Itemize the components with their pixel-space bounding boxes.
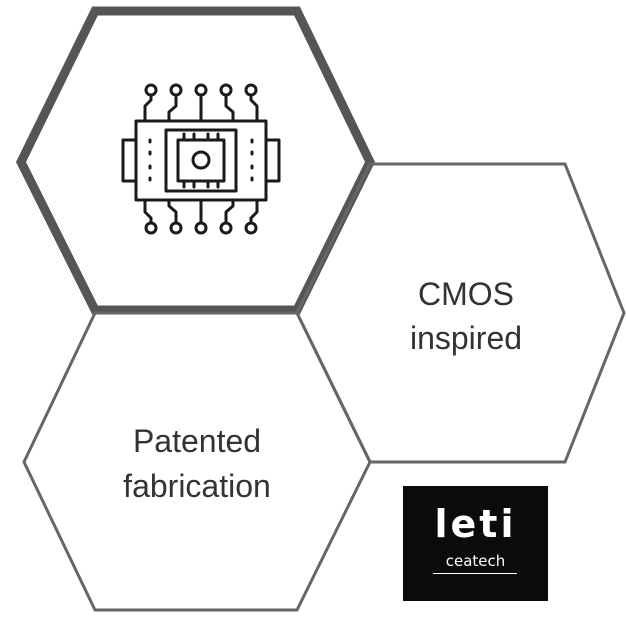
logo-underline (433, 573, 517, 574)
patented-label-line2: fabrication (123, 468, 271, 504)
cmos-label-line2: inspired (410, 320, 522, 356)
logo-sub-text: ceatech (445, 552, 506, 570)
microchip-icon (121, 83, 281, 235)
patented-label-line1: Patented (133, 423, 261, 459)
leti-ceatech-logo: leti ceatech (403, 486, 548, 601)
cmos-label-line1: CMOS (418, 276, 514, 312)
hexagon-patented (22, 311, 372, 612)
hexagon-chip (15, 6, 376, 315)
logo-main-text: leti (434, 502, 517, 546)
